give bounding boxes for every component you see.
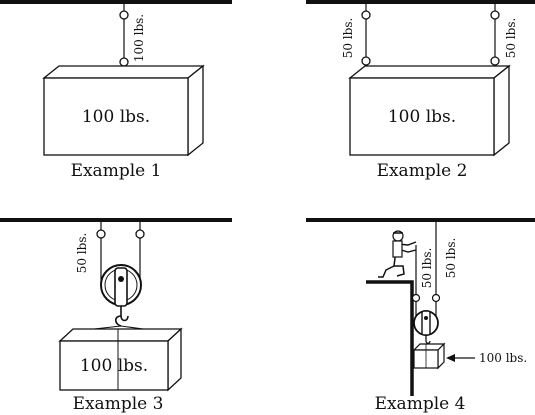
weight-box <box>42 64 205 157</box>
ceiling-beam <box>0 0 232 4</box>
rope-label: 100 lbs. <box>132 14 146 62</box>
rope-left-ring <box>411 293 421 303</box>
weight-callout-label: 100 lbs. <box>479 351 527 365</box>
example-2: 50 lbs. 50 lbs. 100 lbs. Example 2 <box>306 0 535 181</box>
rope-right-ring-bottom <box>490 56 500 66</box>
pulley-wheel <box>413 310 439 336</box>
hook <box>114 306 129 327</box>
ceiling-beam <box>306 218 535 222</box>
weight-box <box>348 64 511 157</box>
rope-right-ring <box>135 229 145 239</box>
rope-right-label: 50 lbs. <box>444 238 458 279</box>
rope-right-ring <box>431 293 441 303</box>
caption: Example 3 <box>73 394 164 414</box>
rope-ring-top <box>119 10 129 20</box>
box-weight-label: 100 lbs. <box>388 107 456 127</box>
rope-left-label: 50 lbs. <box>420 248 434 289</box>
example-1: 100 lbs. 100 lbs. Example 1 <box>0 0 232 181</box>
rope-left-ring-bottom <box>361 56 371 66</box>
rope-left-label: 50 lbs. <box>341 18 355 59</box>
rope-left-ring-top <box>361 10 371 20</box>
weight-box <box>412 342 446 370</box>
rope-label: 50 lbs. <box>75 233 89 274</box>
box-weight-label: 100 lbs. <box>82 107 150 127</box>
box-weight-label: 100 lbs. <box>80 356 148 376</box>
caption: Example 2 <box>377 161 468 181</box>
pulley-wheel <box>100 264 142 307</box>
weight-box <box>58 327 183 392</box>
example-3: 50 lbs. 100 lbs. Example 3 <box>0 218 232 414</box>
caption: Example 1 <box>71 161 162 181</box>
rope-ring-bottom <box>119 57 129 67</box>
rope-right-label: 50 lbs. <box>504 18 518 59</box>
weight-arrow-head <box>446 354 455 362</box>
hook <box>425 335 431 344</box>
rope-left-ring <box>96 229 106 239</box>
rope-right-ring-top <box>490 10 500 20</box>
ledge <box>366 280 414 396</box>
person-figure <box>378 230 417 278</box>
example-4: 50 lbs. 50 lbs. 100 lbs. Example 4 <box>306 218 535 414</box>
caption: Example 4 <box>375 394 466 414</box>
ceiling-beam <box>306 0 535 4</box>
ceiling-beam <box>0 218 232 222</box>
